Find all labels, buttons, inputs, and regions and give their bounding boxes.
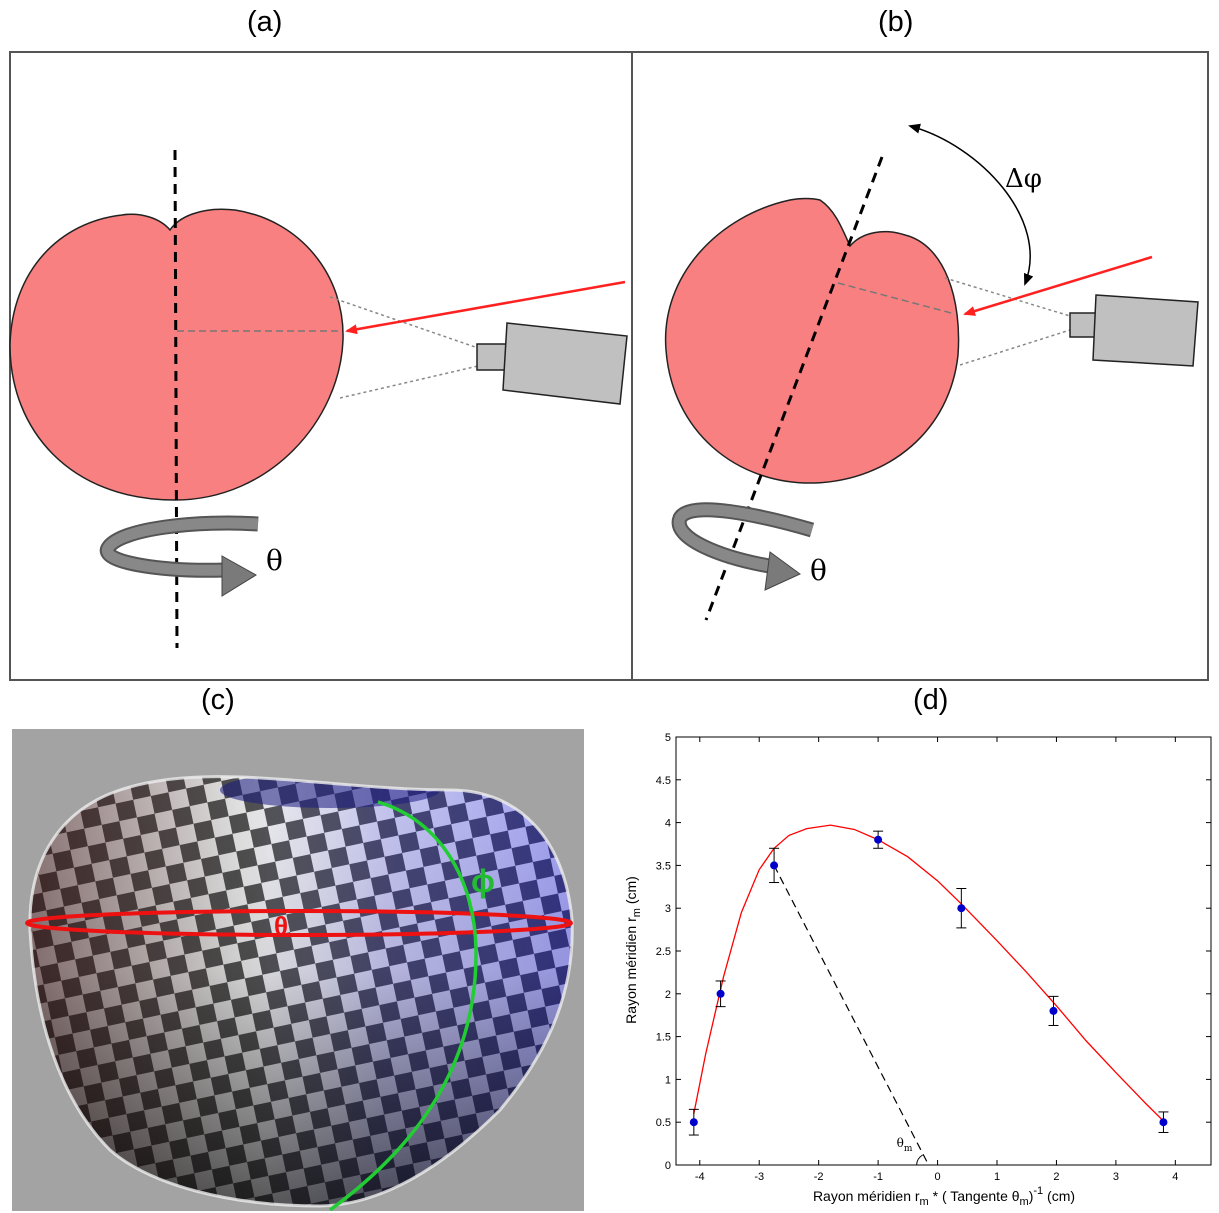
angle-arc [916,1154,923,1166]
y-tick-label: 3 [665,903,671,915]
y-tick-label: 0.5 [656,1117,671,1129]
laser-arrow-a [345,280,626,335]
angle-label: θm [897,1136,913,1154]
tangent-line [773,865,930,1166]
y-tick-label: 5 [665,732,671,744]
projection-line-b [837,282,956,315]
point-marker [1049,1006,1058,1015]
point-marker [770,861,779,870]
y-tick-label: 0 [665,1160,671,1172]
data-point [873,830,884,849]
phi-label-c: ϕ [471,863,495,899]
theta-ring [25,909,573,937]
camera-b [1069,294,1199,367]
delta-phi-label: Δφ [1005,164,1042,194]
view-line-top-a [329,296,479,349]
data-point [688,1108,699,1136]
x-axis-label-sup: -1 [1033,1185,1043,1197]
panel-a-label: (a) [247,6,283,38]
x-axis-label-unit: (cm) [1047,1188,1075,1204]
data-point [1158,1111,1169,1133]
x-tick-label: 0 [934,1171,940,1183]
phi-meridian [328,800,478,1211]
x-tick-label: -4 [695,1171,705,1183]
y-axis-label-unit: (cm) [623,876,639,904]
panel-a: θ [9,51,633,681]
point-marker [957,904,966,913]
data-point [956,888,967,929]
point-marker [874,835,883,844]
point-marker [689,1118,698,1127]
panel-b: Δφ θ [631,51,1209,681]
angle-label-symbol: θ [897,1136,904,1150]
y-tick-label: 3.5 [656,860,671,872]
y-tick-label: 2 [665,989,671,1001]
delta-phi-arrow [908,123,1034,286]
y-tick-label: 2.5 [656,946,671,958]
data-point [769,847,780,884]
point-marker [1159,1118,1168,1127]
rotation-arrow-a [99,515,259,597]
rotation-axis-b [704,156,884,621]
y-ticks: 0 0.5 1 1.5 2 2.5 3 3.5 4 4.5 5 [656,732,1211,1172]
data-point [715,980,726,1008]
x-tick-label: 3 [1113,1171,1119,1183]
x-tick-label: -2 [814,1171,824,1183]
panel-b-label: (b) [878,6,914,38]
y-tick-label: 1 [665,1074,671,1086]
x-tick-label: -3 [754,1171,764,1183]
x-tick-label: -1 [873,1171,883,1183]
x-axis-label-end: ) [1029,1188,1034,1204]
x-axis-label-mid: * ( Tangente θ [929,1188,1020,1204]
theta-label-c: θ [274,911,288,941]
view-line-bottom-b [959,329,1071,366]
panel-c-label: (c) [201,684,235,716]
camera-a [476,322,628,405]
theta-label-a: θ [266,544,283,577]
rotation-arrow-b [671,502,815,591]
point-marker [716,989,725,998]
y-tick-label: 4.5 [656,775,671,787]
x-ticks: -4 -3 -2 -1 0 1 2 3 4 [695,737,1178,1183]
y-tick-label: 1.5 [656,1032,671,1044]
x-axis-label-sub: m [920,1196,929,1208]
x-tick-label: 1 [994,1171,1000,1183]
x-axis-label-text: Rayon méridien r [813,1188,920,1204]
y-tick-label: 4 [665,818,671,830]
x-tick-label: 4 [1172,1171,1178,1183]
y-axis-label: Rayon méridien rm (cm) [623,876,643,1024]
panel-d-label: (d) [913,684,949,716]
data-points [688,830,1169,1136]
x-axis-label-sub2: m [1020,1196,1029,1208]
view-line-top-b [944,277,1071,317]
panel-c: θ ϕ [12,729,584,1211]
angle-label-sub: m [904,1144,913,1154]
y-axis-label-sub: m [631,908,643,917]
y-axis-label-text: Rayon méridien r [623,917,639,1024]
data-point [1048,995,1059,1026]
plot-area [675,736,1212,1166]
x-tick-label: 2 [1053,1171,1059,1183]
theta-label-b: θ [810,554,827,587]
x-axis-label: Rayon méridien rm * ( Tangente θm)-1 (cm… [813,1185,1075,1208]
laser-arrow-b [963,255,1153,316]
